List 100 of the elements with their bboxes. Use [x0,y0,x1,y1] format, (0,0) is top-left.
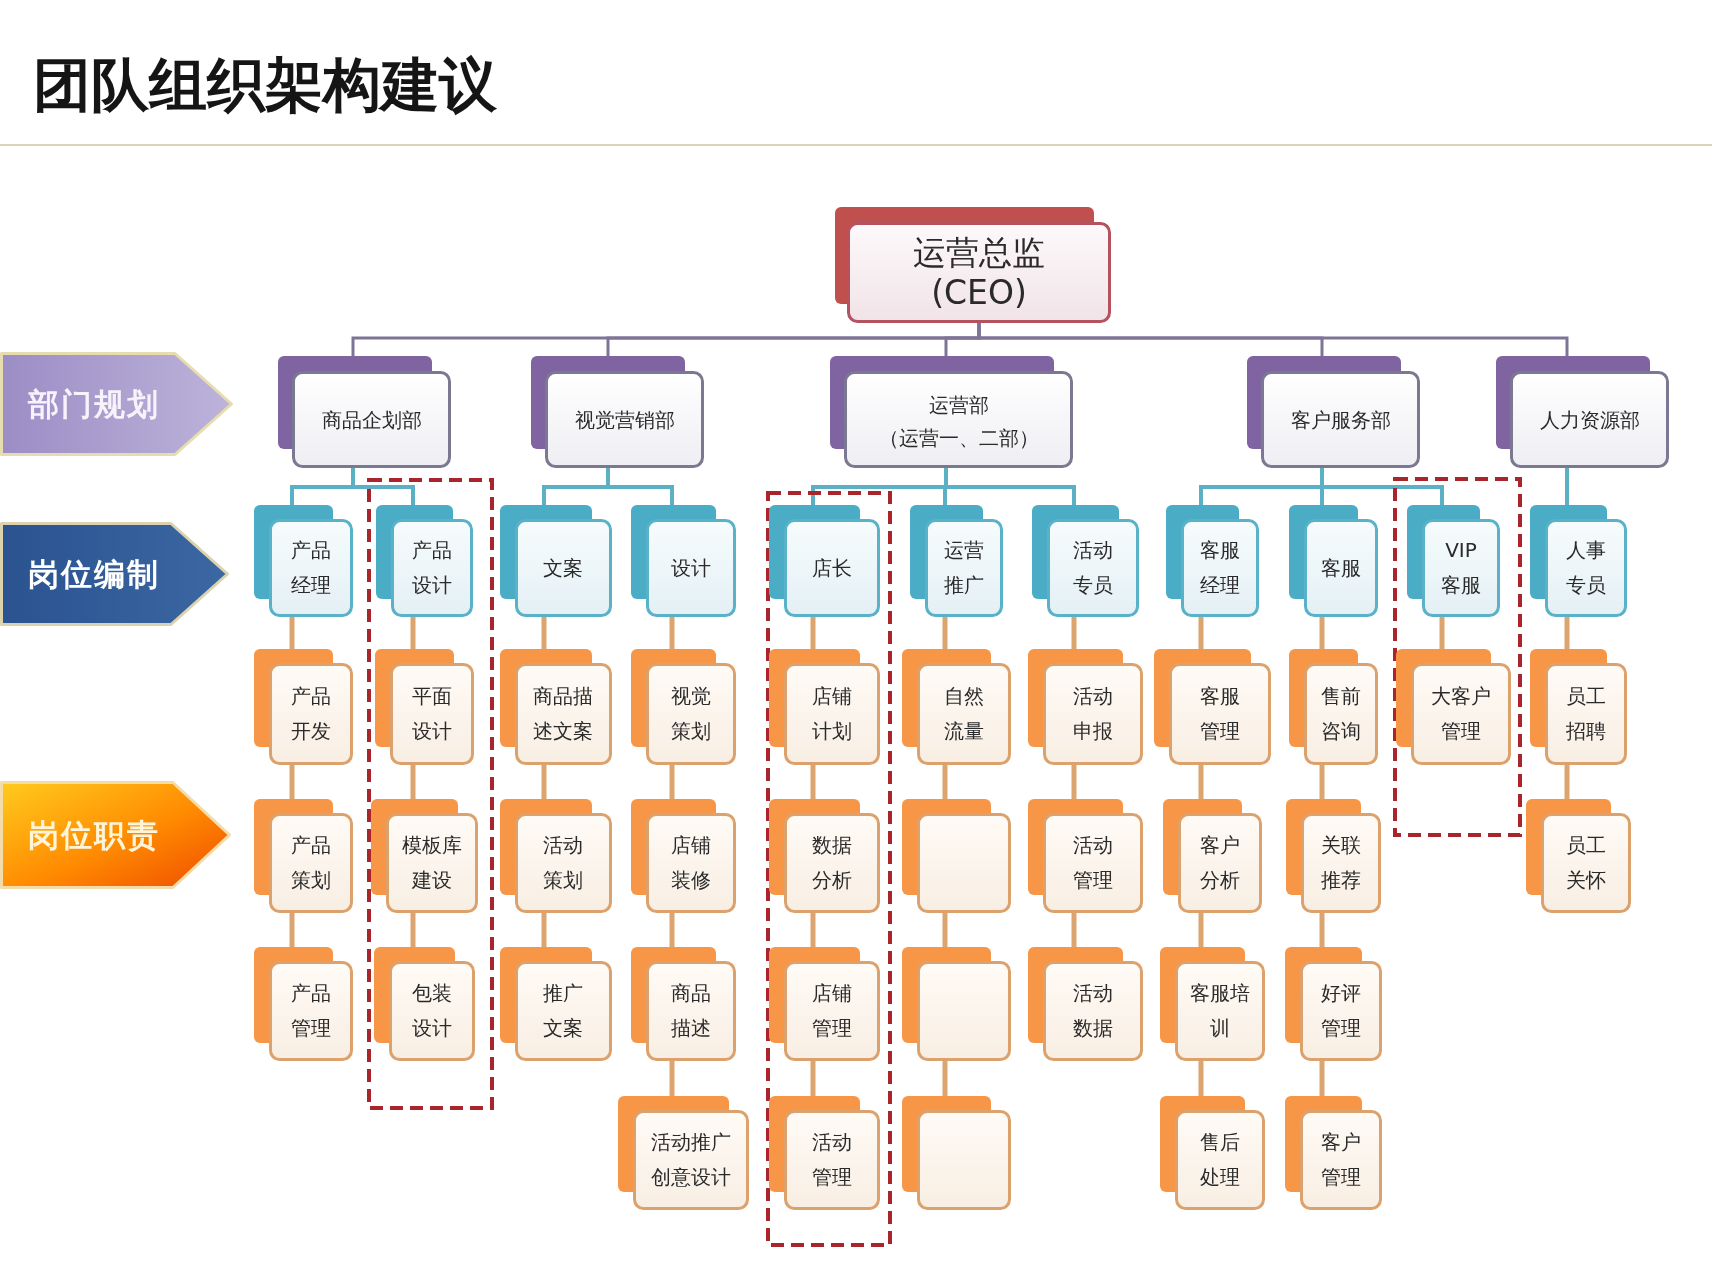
connector-line [1439,617,1445,649]
duty-text: 活动申报 [1072,683,1114,745]
duty-text: 员工招聘 [1565,683,1607,745]
duty-text: 自然流量 [943,683,985,745]
connector-line [944,468,1076,505]
duty-text: 好评管理 [1320,980,1362,1042]
duty-text: 活动管理 [811,1129,853,1191]
duty-text: 产品管理 [290,980,332,1042]
connector-line [289,765,295,799]
department-name: 商品企划部 [321,406,422,434]
duty-text: 产品开发 [290,683,332,745]
department-box [531,356,704,468]
duty-text: 包装设计 [411,980,453,1042]
duty-text: 活动管理 [1072,832,1114,894]
duty-box [375,649,474,765]
position-box [376,505,473,617]
position-title: 客服经理 [1199,537,1241,599]
duty-text: 售后处理 [1199,1129,1241,1191]
duty-box [1285,947,1382,1061]
position-title: 设计 [670,554,712,582]
duty-text: 大客户管理 [1430,683,1492,745]
duty-box [499,947,612,1061]
connector-line [1071,913,1077,947]
position-box [910,505,1003,617]
connector-line [410,765,416,799]
duty-text: 活动数据 [1072,980,1114,1042]
position-title: 产品设计 [411,537,453,599]
duty-box [254,799,353,913]
connector-line [1564,765,1570,799]
duty-box [1530,649,1627,765]
connector-line [1320,468,1444,505]
connector-line [669,913,675,947]
connector-line [942,1061,948,1096]
connector-line [1319,1061,1325,1096]
connector-line [289,913,295,947]
duty-box [769,649,880,765]
duty-text: 关联推荐 [1320,832,1362,894]
duty-text: 店铺计划 [811,683,853,745]
duty-text: 活动策划 [542,832,584,894]
department-box [830,356,1073,468]
director-box [835,207,1111,323]
department-name: 视觉营销部 [574,406,675,434]
duty-box [374,947,475,1061]
banner-text: 部门规划 [28,385,160,424]
position-title: VIP客服 [1440,537,1482,599]
connector-line [1565,468,1569,505]
connector-line [1198,1061,1204,1096]
position-title: 客服 [1320,554,1362,582]
department-box [1247,356,1420,468]
department-box [1496,356,1669,468]
department-box [278,356,451,468]
connector-line [1198,765,1204,799]
connector-line [810,617,816,649]
duty-box [631,799,736,913]
arrow-banner [0,352,233,456]
position-box [499,505,612,617]
duty-box [902,1096,1011,1210]
duty-box [902,799,1011,913]
arrow-banner [0,522,229,626]
duty-text: 客服培训 [1189,980,1251,1042]
duty-text: 客户分析 [1199,832,1241,894]
dashed-highlight-frame [1393,477,1522,837]
position-box [254,505,353,617]
duty-box [1286,799,1381,913]
connector-line [810,913,816,947]
department-name: 运营部 [928,391,989,419]
duty-box [1160,1096,1265,1210]
dashed-highlight-frame [766,491,892,1247]
position-box [1166,505,1259,617]
duty-box [902,947,1011,1061]
duty-box [631,649,736,765]
position-box [769,505,880,617]
duty-text: 活动推广创意设计 [650,1129,732,1191]
connector-line [810,1061,816,1096]
connector-line [1319,913,1325,947]
duty-box [631,947,736,1061]
duty-box [769,799,880,913]
position-title: 活动专员 [1072,537,1114,599]
banner-text: 岗位编制 [28,555,160,594]
connector-line [541,617,547,649]
duty-text: 客服管理 [1199,683,1241,745]
position-title: 人事专员 [1565,537,1607,599]
duty-text: 客户管理 [1320,1129,1362,1191]
connector-line [1564,617,1570,649]
department-name: 人力资源部 [1539,406,1640,434]
duty-text: 数据分析 [811,832,853,894]
position-box [1289,505,1378,617]
connector-line [669,1061,675,1096]
duty-box [254,947,353,1061]
duty-text: 商品描述 [670,980,712,1042]
connector-line [1071,617,1077,649]
department-name: 客户服务部 [1290,406,1391,434]
duty-box [769,1096,880,1210]
connector-line [351,468,415,505]
connector-line [541,765,547,799]
connector-line [1319,765,1325,799]
duty-box [499,799,612,913]
connector-line [289,617,295,649]
duty-box [371,799,478,913]
duty-box [1154,649,1271,765]
